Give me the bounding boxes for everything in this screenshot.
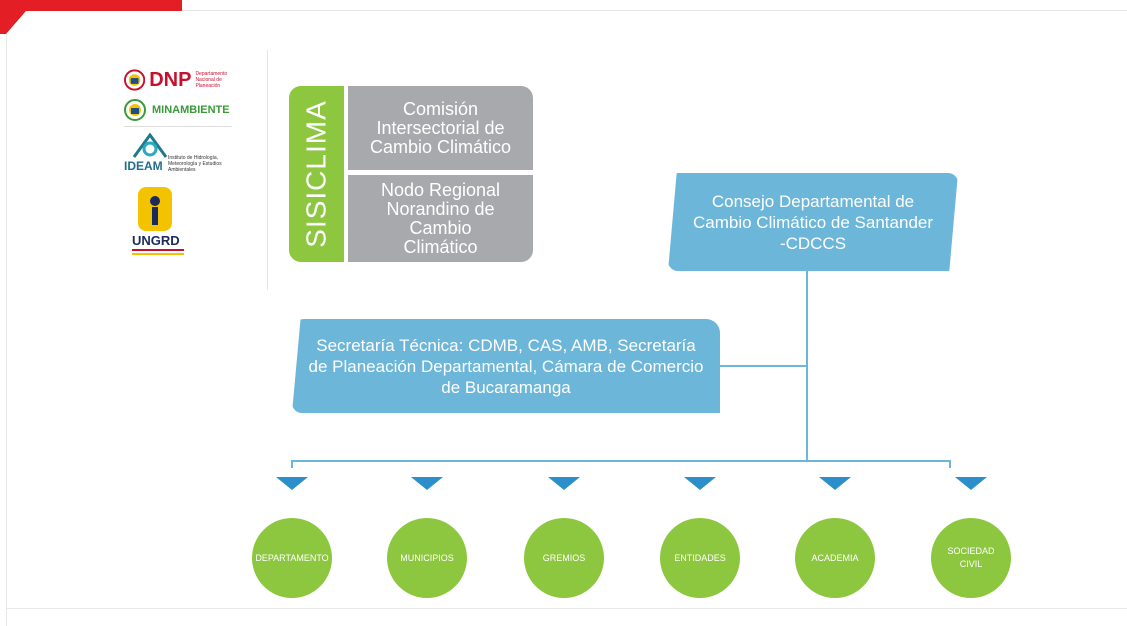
drop-line xyxy=(949,460,951,468)
nodo-box: Nodo Regional Norandino de Cambio Climát… xyxy=(348,175,533,262)
logo-separator xyxy=(267,50,268,290)
member-sociedad-civil: SOCIEDAD CIVIL xyxy=(931,518,1011,598)
member-label: ACADEMIA xyxy=(811,552,859,563)
minambiente-name: MINAMBIENTE xyxy=(152,104,230,116)
ungrd-underline xyxy=(132,249,184,251)
member-academia: ACADEMIA xyxy=(795,518,875,598)
consejo-box: Consejo Departamental de Cambio Climátic… xyxy=(668,173,958,271)
arrow-down-icon xyxy=(548,477,580,490)
arrow-down-icon xyxy=(955,477,987,490)
dnp-subtitle: Departamento Nacional de Planeación xyxy=(195,71,228,89)
colombia-seal-icon xyxy=(124,69,146,91)
ungrd-hand-icon xyxy=(138,187,172,231)
sisiclima-label: SISICLIMA xyxy=(300,100,332,248)
member-label: ENTIDADES xyxy=(674,552,726,563)
ideam-logo: IDEAM Instituto de Hidrología, Meteorolo… xyxy=(124,133,234,179)
ungrd-name: UNGRD xyxy=(132,233,180,248)
left-divider xyxy=(6,34,7,626)
logo-column: DNP Departamento Nacional de Planeación … xyxy=(124,66,234,265)
member-label: MUNICIPIOS xyxy=(400,552,454,563)
dnp-name: DNP xyxy=(149,68,192,91)
member-label: SOCIEDAD CIVIL xyxy=(947,546,995,569)
ideam-name: IDEAM xyxy=(124,159,163,173)
horizontal-connector xyxy=(291,460,951,462)
consejo-text: Consejo Departamental de Cambio Climátic… xyxy=(693,191,934,253)
member-gremios: GREMIOS xyxy=(524,518,604,598)
member-entidades: ENTIDADES xyxy=(660,518,740,598)
ideam-wave-icon xyxy=(132,133,168,158)
arrow-down-icon xyxy=(684,477,716,490)
comision-text: Comisión Intersectorial de Cambio Climát… xyxy=(369,98,512,157)
red-corner-tab xyxy=(0,0,182,34)
arrow-down-icon xyxy=(411,477,443,490)
ideam-subtitle: Instituto de Hidrología, Meteorología y … xyxy=(168,155,222,173)
dnp-logo: DNP Departamento Nacional de Planeación xyxy=(124,66,234,94)
minambiente-logo: MINAMBIENTE xyxy=(124,96,234,124)
secretaria-text: Secretaría Técnica: CDMB, CAS, AMB, Secr… xyxy=(308,335,704,397)
secretaria-box: Secretaría Técnica: CDMB, CAS, AMB, Secr… xyxy=(292,319,720,413)
sisiclima-label-wrap: SISICLIMA xyxy=(289,86,344,262)
arrow-down-icon xyxy=(819,477,851,490)
ungrd-underline-yellow xyxy=(132,253,184,255)
bottom-divider xyxy=(6,608,1127,609)
logo-divider xyxy=(124,126,232,127)
member-label: DEPARTAMENTO xyxy=(255,552,329,563)
top-divider xyxy=(0,10,1127,11)
nodo-text: Nodo Regional Norandino de Cambio Climát… xyxy=(380,179,501,257)
sisiclima-bar xyxy=(289,86,344,262)
member-label: GREMIOS xyxy=(542,552,586,563)
member-departamento: DEPARTAMENTO xyxy=(252,518,332,598)
main-connector xyxy=(806,271,808,461)
drop-line xyxy=(291,460,293,468)
ungrd-logo: UNGRD xyxy=(124,185,234,265)
secretaria-connector xyxy=(720,365,807,367)
member-municipios: MUNICIPIOS xyxy=(387,518,467,598)
comision-box: Comisión Intersectorial de Cambio Climát… xyxy=(348,86,533,170)
arrow-down-icon xyxy=(276,477,308,490)
colombia-seal-icon xyxy=(124,99,146,121)
